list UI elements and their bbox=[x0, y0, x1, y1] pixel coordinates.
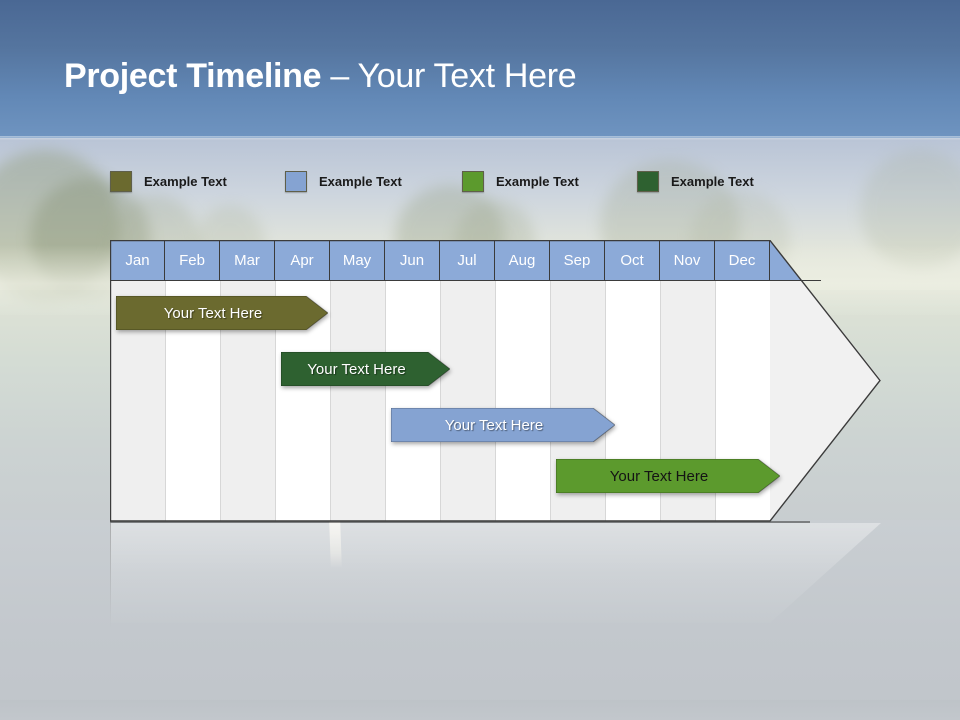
gantt-bar-1[interactable]: Your Text Here bbox=[116, 296, 328, 330]
legend-swatch-olive bbox=[110, 170, 132, 192]
gantt-bar-label: Your Text Here bbox=[444, 416, 544, 434]
month-header-sep[interactable]: Sep bbox=[550, 240, 605, 280]
background-bottom-edge bbox=[0, 700, 960, 720]
month-gridline bbox=[220, 280, 221, 521]
month-gridline bbox=[550, 280, 551, 521]
month-column bbox=[440, 240, 495, 521]
legend-item[interactable]: Example Text bbox=[637, 168, 754, 194]
legend-item-label: Example Text bbox=[144, 173, 227, 189]
month-header-may[interactable]: May bbox=[330, 240, 385, 280]
legend-item[interactable]: Example Text bbox=[285, 168, 402, 194]
month-column bbox=[165, 240, 220, 521]
timeline-board-outline bbox=[110, 240, 881, 522]
month-header-jun[interactable]: Jun bbox=[385, 240, 440, 280]
board-bottom-edge bbox=[110, 521, 810, 523]
page-title-strong: Project Timeline bbox=[64, 57, 322, 95]
legend-item[interactable]: Example Text bbox=[462, 168, 579, 194]
gantt-bar-label: Your Text Here bbox=[609, 467, 709, 485]
board-reflection bbox=[110, 523, 881, 623]
month-gridline bbox=[660, 280, 661, 521]
gantt-bar-shape bbox=[281, 352, 450, 386]
background-foreground bbox=[0, 520, 960, 720]
month-column bbox=[110, 240, 165, 521]
month-header-oct[interactable]: Oct bbox=[605, 240, 660, 280]
month-header-dec[interactable]: Dec bbox=[715, 240, 770, 280]
legend-item[interactable]: Example Text bbox=[110, 168, 227, 194]
month-column bbox=[220, 240, 275, 521]
page-title: Project Timeline – Your Text Here bbox=[64, 57, 577, 96]
gantt-bar-label: Your Text Here bbox=[307, 360, 406, 378]
month-gridline bbox=[275, 280, 276, 521]
gantt-bar-label: Your Text Here bbox=[163, 304, 263, 322]
legend-item-label: Example Text bbox=[319, 173, 402, 189]
month-gridline bbox=[495, 280, 496, 521]
month-header-apr[interactable]: Apr bbox=[275, 240, 330, 280]
gantt-bar-shape bbox=[556, 459, 780, 493]
title-banner-edge bbox=[0, 136, 960, 140]
legend-swatch-blue bbox=[285, 170, 307, 192]
legend-item-label: Example Text bbox=[496, 173, 579, 189]
month-gridline bbox=[330, 280, 331, 521]
board-reflection-side bbox=[110, 523, 111, 628]
month-gridline bbox=[440, 280, 441, 521]
month-column bbox=[495, 240, 550, 521]
month-header-nov[interactable]: Nov bbox=[660, 240, 715, 280]
page-title-light: Your Text Here bbox=[357, 57, 577, 95]
legend-item-label: Example Text bbox=[671, 173, 754, 189]
gantt-bar-shape bbox=[116, 296, 328, 330]
month-header-aug[interactable]: Aug bbox=[495, 240, 550, 280]
month-gridline bbox=[385, 280, 386, 521]
month-gridline bbox=[165, 280, 166, 521]
gantt-bar-4[interactable]: Your Text Here bbox=[556, 459, 780, 493]
legend: Example Text Example Text Example Text E… bbox=[110, 168, 890, 194]
gantt-bar-shape bbox=[391, 408, 615, 442]
legend-swatch-light-green bbox=[462, 170, 484, 192]
month-header-mar[interactable]: Mar bbox=[220, 240, 275, 280]
month-gridline bbox=[605, 280, 606, 521]
page-title-separator: – bbox=[321, 57, 358, 95]
month-header-jul[interactable]: Jul bbox=[440, 240, 495, 280]
gantt-bar-3[interactable]: Your Text Here bbox=[391, 408, 615, 442]
title-banner bbox=[0, 0, 960, 138]
legend-swatch-dark-green bbox=[637, 170, 659, 192]
month-gridline bbox=[715, 280, 716, 521]
month-header-jan[interactable]: Jan bbox=[110, 240, 165, 280]
month-header-underline bbox=[110, 280, 821, 281]
gantt-bar-2[interactable]: Your Text Here bbox=[281, 352, 450, 386]
month-header-feb[interactable]: Feb bbox=[165, 240, 220, 280]
